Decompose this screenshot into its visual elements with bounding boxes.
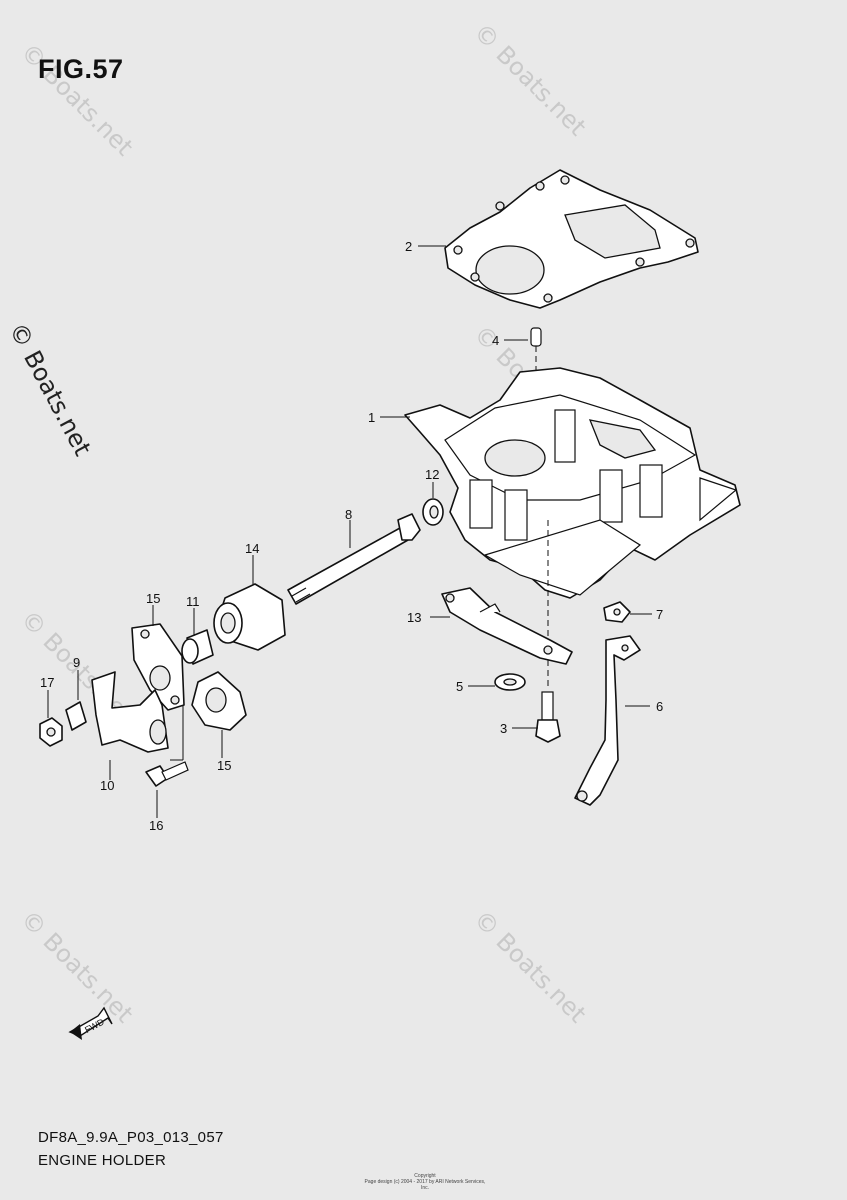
forward-arrow-icon: FWD bbox=[68, 1006, 113, 1040]
callout-6[interactable]: 6 bbox=[656, 699, 663, 714]
copyright-notice: Copyright Page design (c) 2004 - 2017 by… bbox=[360, 1173, 490, 1191]
figure-title: FIG.57 bbox=[38, 54, 124, 84]
callout-12[interactable]: 12 bbox=[425, 467, 439, 482]
callout-17[interactable]: 17 bbox=[40, 675, 54, 690]
copyright-line-2: Page design (c) 2004 - 2017 by ARI Netwo… bbox=[364, 1179, 486, 1191]
washer-part-5[interactable] bbox=[494, 673, 526, 691]
callout-4[interactable]: 4 bbox=[492, 333, 499, 348]
bolt-part-3[interactable] bbox=[535, 691, 561, 743]
through-bolt-part[interactable] bbox=[287, 513, 421, 605]
callout-14[interactable]: 14 bbox=[245, 541, 259, 556]
callout-13[interactable]: 13 bbox=[407, 610, 421, 625]
diagram-code: DF8A_9.9A_P03_013_057 bbox=[38, 1129, 224, 1146]
hose-clamp-part[interactable] bbox=[603, 601, 631, 623]
dowel-pin-part[interactable] bbox=[530, 327, 542, 347]
lower-bracket-part[interactable] bbox=[91, 671, 169, 753]
diagram-name: ENGINE HOLDER bbox=[38, 1152, 167, 1169]
callout-9[interactable]: 9 bbox=[73, 655, 80, 670]
support-bracket-part[interactable] bbox=[441, 587, 573, 665]
callout-3[interactable]: 3 bbox=[500, 721, 507, 736]
callout-8[interactable]: 8 bbox=[345, 507, 352, 522]
collar-part[interactable] bbox=[181, 629, 214, 665]
mount-rubber-part[interactable] bbox=[213, 583, 286, 651]
washer-part[interactable] bbox=[422, 498, 444, 526]
callout-2[interactable]: 2 bbox=[405, 239, 412, 254]
callout-15-b[interactable]: 15 bbox=[217, 758, 231, 773]
nut-part[interactable] bbox=[39, 717, 63, 747]
mount-plate-part-a[interactable] bbox=[131, 623, 185, 711]
copyright-line-1: Copyright bbox=[414, 1173, 436, 1179]
callout-11[interactable]: 11 bbox=[186, 594, 200, 609]
spacer-part[interactable] bbox=[65, 701, 87, 731]
callout-15-a[interactable]: 15 bbox=[146, 591, 160, 606]
callout-5[interactable]: 5 bbox=[456, 679, 463, 694]
callout-10[interactable]: 10 bbox=[100, 778, 114, 793]
support-rod-part[interactable] bbox=[574, 635, 641, 806]
gasket-part[interactable] bbox=[444, 169, 699, 309]
callout-7[interactable]: 7 bbox=[656, 607, 663, 622]
callout-1[interactable]: 1 bbox=[368, 410, 375, 425]
mount-plate-part-b[interactable] bbox=[191, 671, 247, 731]
callout-16[interactable]: 16 bbox=[149, 818, 163, 833]
engine-holder-part[interactable] bbox=[404, 367, 741, 599]
bolt-part-16[interactable] bbox=[145, 761, 189, 787]
